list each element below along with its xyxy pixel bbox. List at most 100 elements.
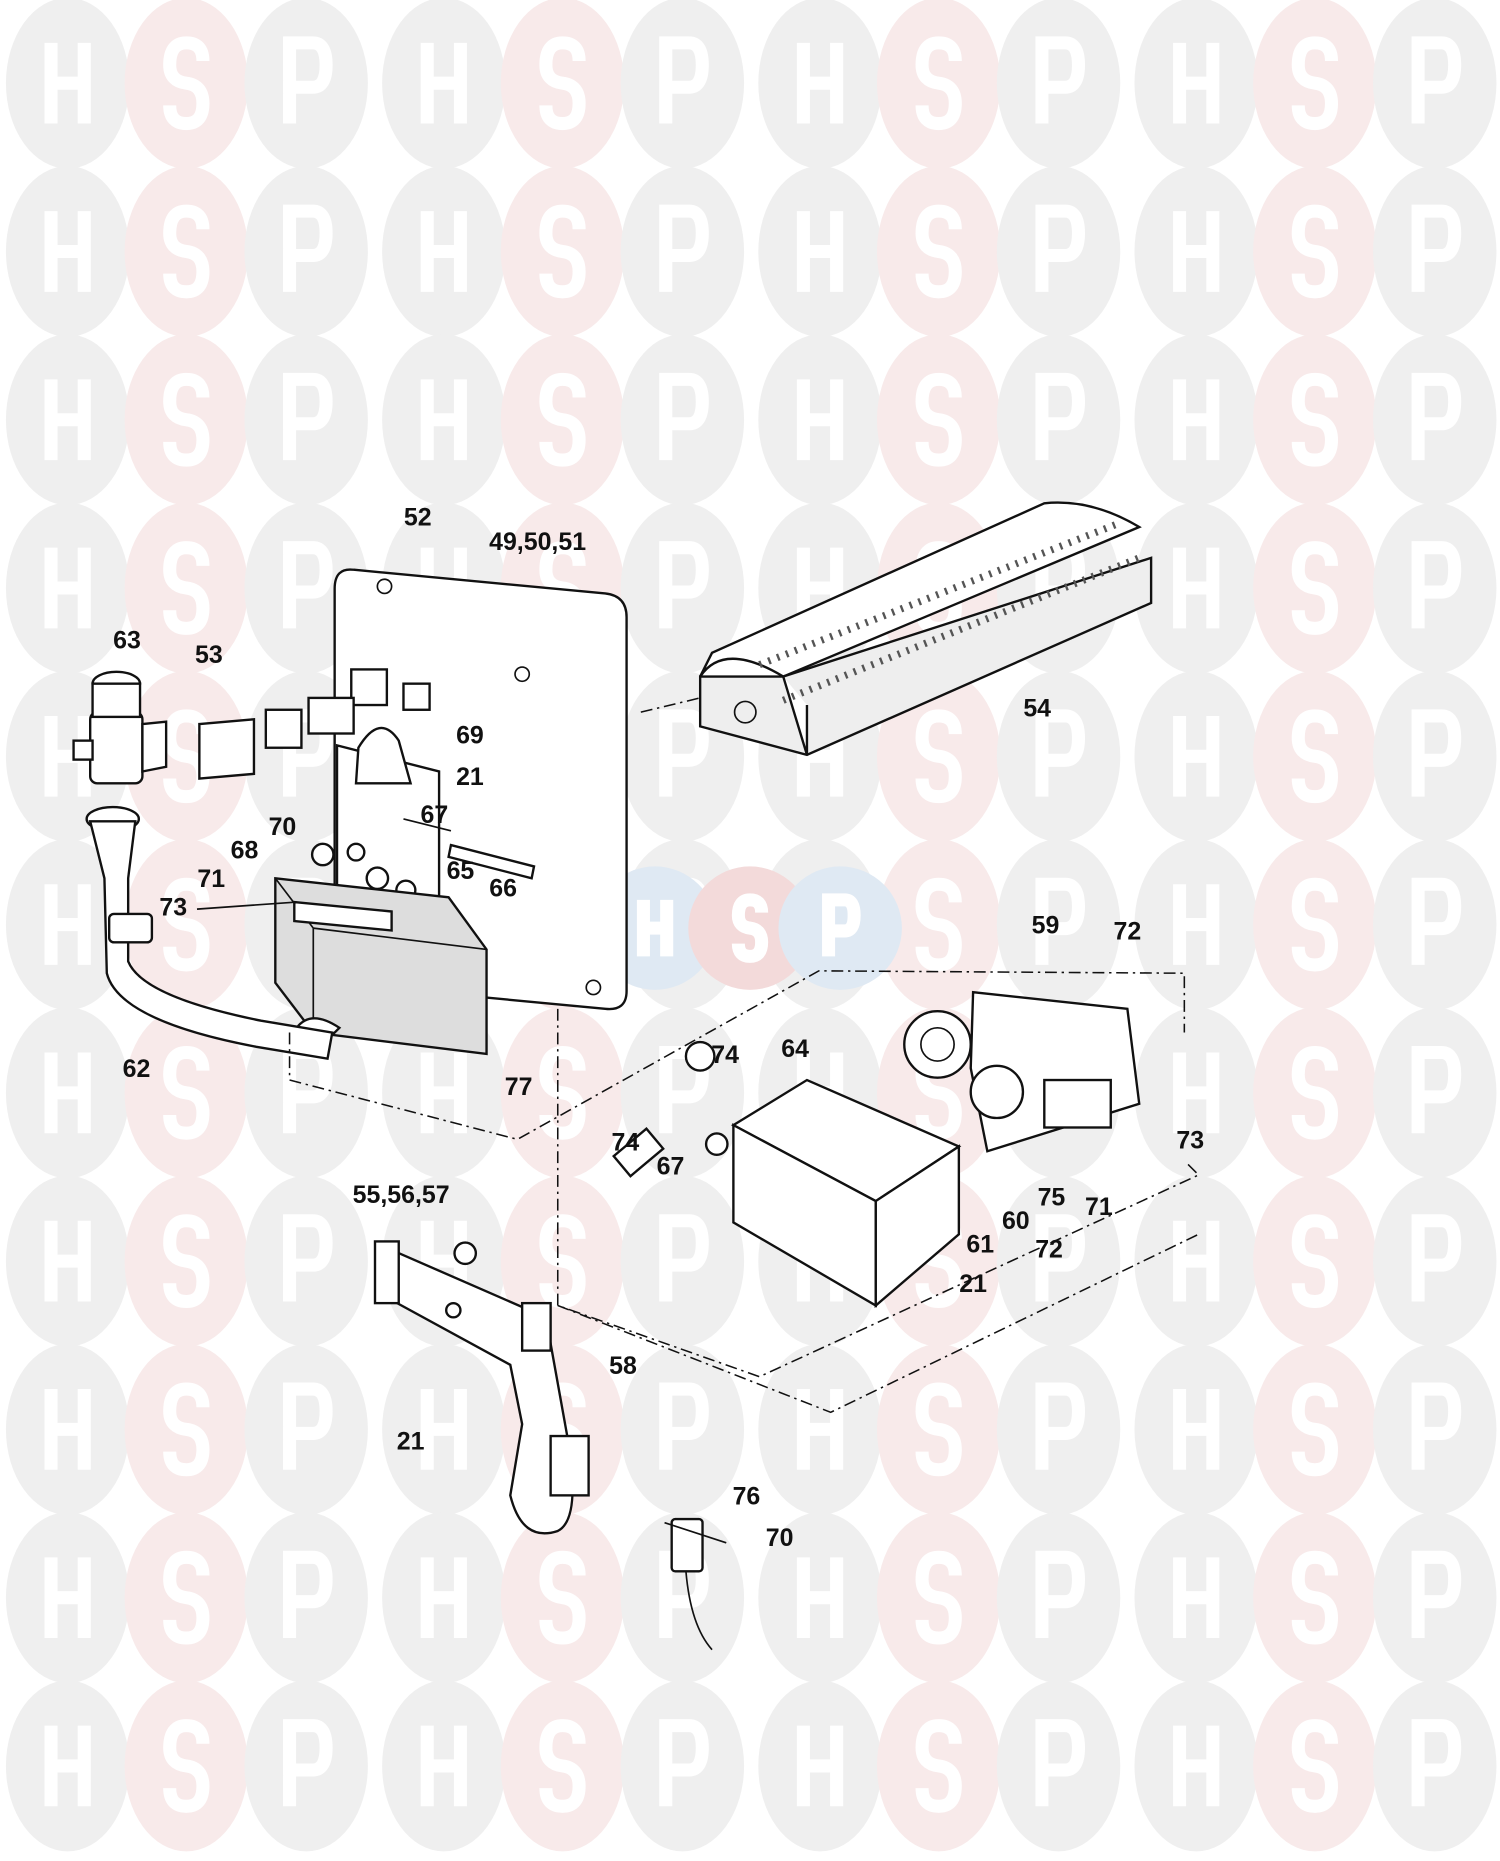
watermark-glyph-icon xyxy=(1411,1550,1462,1639)
watermark-glyph-icon xyxy=(420,379,467,461)
inlet-valve xyxy=(72,670,168,785)
watermark-glyph-icon xyxy=(539,1214,586,1308)
callout-74b: 74 xyxy=(612,1129,640,1157)
watermark-glyph-icon xyxy=(163,1719,210,1813)
watermark-glyph-icon xyxy=(1035,36,1086,124)
watermark-glyph-icon xyxy=(283,204,333,292)
burner-bar xyxy=(698,501,1153,757)
watermark-glyph-icon xyxy=(163,372,210,467)
watermark-glyph-icon xyxy=(915,36,962,131)
watermark-glyph-icon xyxy=(1291,204,1339,299)
callout-21b: 21 xyxy=(959,1270,987,1298)
gas-pipe-58 xyxy=(373,1240,590,1535)
watermark-glyph-icon xyxy=(163,1045,210,1140)
watermark-glyph-icon xyxy=(915,877,962,972)
callout-69: 69 xyxy=(456,722,484,750)
watermark-glyph-icon xyxy=(1173,547,1220,629)
callout-66: 66 xyxy=(489,875,517,903)
watermark-glyph-icon xyxy=(539,36,586,131)
callout-68: 68 xyxy=(231,837,259,865)
watermark-glyph-icon xyxy=(539,204,586,299)
callout-73: 73 xyxy=(159,894,187,922)
watermark-glyph-icon xyxy=(420,211,467,292)
watermark-glyph-icon xyxy=(1173,1220,1220,1302)
watermark-glyph-icon xyxy=(915,1382,962,1477)
watermark-glyph-icon xyxy=(659,36,709,124)
watermark-glyph-icon xyxy=(539,372,586,467)
watermark-glyph-icon xyxy=(1035,1550,1086,1639)
watermark-glyph-icon xyxy=(915,1719,962,1813)
watermark-glyph-icon xyxy=(1291,1045,1339,1140)
watermark-glyph-icon xyxy=(1291,541,1339,635)
watermark-glyph-icon xyxy=(283,1550,333,1639)
watermark-glyph-icon xyxy=(796,1389,844,1470)
callout-74: 74 xyxy=(711,1041,739,1069)
watermark-glyph-icon xyxy=(1291,1550,1339,1645)
callout-67: 67 xyxy=(420,801,448,829)
callout-70: 70 xyxy=(269,813,297,841)
watermark-glyph-icon xyxy=(44,1557,91,1639)
watermark-glyph-icon xyxy=(1411,372,1462,461)
watermark-glyph-icon xyxy=(1411,709,1462,797)
callout-65: 65 xyxy=(447,857,475,885)
watermark-glyph-icon xyxy=(420,1052,467,1134)
watermark-glyph-icon xyxy=(163,36,210,131)
watermark-glyph-icon xyxy=(1035,877,1086,965)
watermark-glyph-icon xyxy=(420,42,467,124)
watermark-glyph-icon xyxy=(659,1214,709,1302)
callout-71b: 71 xyxy=(1085,1193,1113,1221)
callout-72b: 72 xyxy=(1035,1235,1063,1263)
callout-63: 63 xyxy=(113,627,141,655)
watermark-glyph-icon xyxy=(420,1725,467,1807)
callout-70b: 70 xyxy=(766,1524,794,1552)
watermark-glyph-icon xyxy=(539,1045,586,1140)
watermark-glyph-icon xyxy=(1035,1382,1086,1470)
center-logo-glyph-icon xyxy=(636,899,674,957)
watermark-glyph-icon xyxy=(44,1725,91,1807)
watermark-glyph-icon xyxy=(659,1719,709,1807)
watermark-glyph-icon xyxy=(1291,877,1339,972)
watermark-glyph-icon xyxy=(44,1220,91,1302)
center-logo-glyph-icon xyxy=(731,893,769,963)
callout-58: 58 xyxy=(609,1352,637,1380)
watermark-glyph-icon xyxy=(1035,709,1086,797)
callout-59: 59 xyxy=(1032,912,1060,940)
watermark-glyph-icon xyxy=(1411,1382,1462,1470)
watermark-glyph-icon xyxy=(44,211,91,292)
watermark-glyph-icon xyxy=(163,204,210,299)
callout-67b: 67 xyxy=(657,1152,685,1180)
callout-55-56-57: 55,56,57 xyxy=(353,1181,450,1209)
gas-pipe-62 xyxy=(85,805,334,1061)
watermark-glyph-icon xyxy=(1173,884,1220,965)
callout-60: 60 xyxy=(1002,1207,1030,1235)
watermark-glyph-icon xyxy=(1291,372,1339,467)
watermark-glyph-icon xyxy=(44,547,91,629)
watermark-glyph-icon xyxy=(659,541,709,629)
callout-76: 76 xyxy=(733,1482,761,1510)
callout-72: 72 xyxy=(1114,917,1142,945)
callout-71: 71 xyxy=(197,865,225,893)
watermark-glyph-icon xyxy=(1035,204,1086,292)
watermark-glyph-icon xyxy=(1411,1719,1462,1807)
watermark-glyph-icon xyxy=(915,372,962,467)
watermark-glyph-icon xyxy=(1173,379,1220,461)
watermark-glyph-icon xyxy=(1173,715,1220,797)
watermark-glyph-icon xyxy=(283,36,333,124)
ignition-box-cover xyxy=(612,1040,962,1309)
watermark-glyph-icon xyxy=(44,884,91,965)
callout-21: 21 xyxy=(456,763,484,791)
watermark-glyph-icon xyxy=(1173,1389,1220,1470)
watermark-glyph-icon xyxy=(659,1382,709,1470)
gas-control-valve xyxy=(903,990,1141,1153)
watermark-glyph-icon xyxy=(1411,1045,1462,1134)
watermark-glyph-icon xyxy=(796,379,844,461)
watermark-glyph-icon xyxy=(1173,211,1220,292)
watermark-glyph-icon xyxy=(659,204,709,292)
callout-75: 75 xyxy=(1038,1183,1066,1211)
watermark-glyph-icon xyxy=(1411,877,1462,965)
watermark-glyph-icon xyxy=(659,709,709,797)
watermark-glyph-icon xyxy=(915,204,962,299)
callout-54: 54 xyxy=(1023,694,1051,722)
watermark-glyph-icon xyxy=(539,1719,586,1813)
